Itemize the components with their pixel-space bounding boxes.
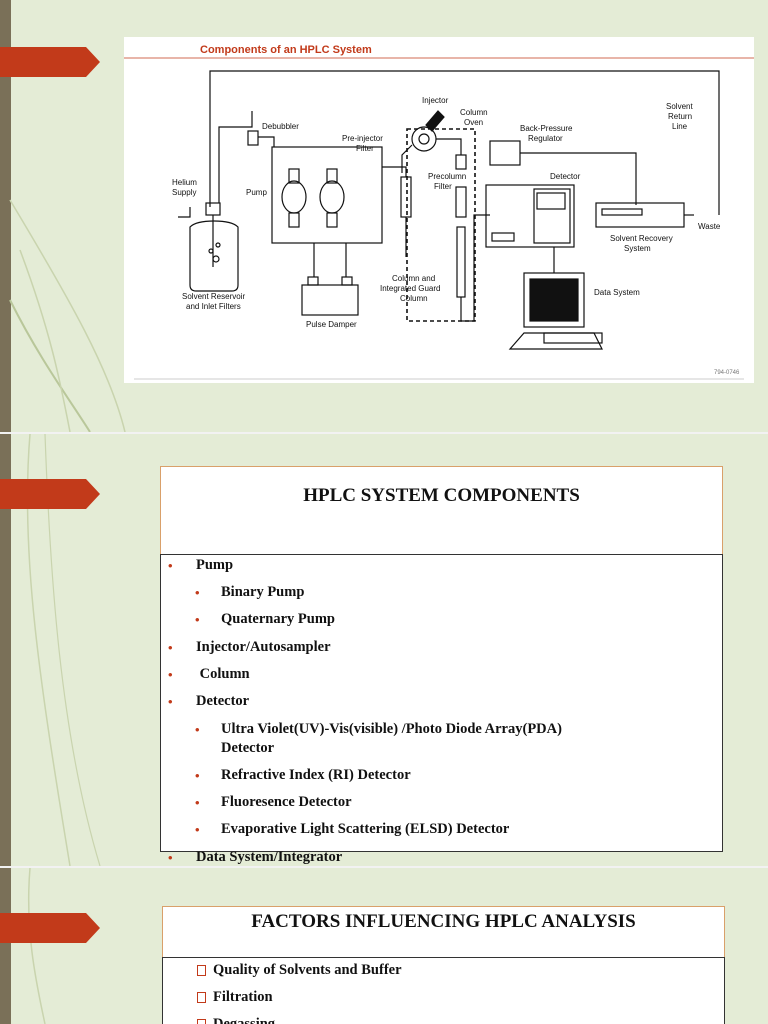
label-pump: Pump [246,188,267,197]
label-detector: Detector [550,172,581,181]
list-item: Quality of Solvents and Buffer [197,961,402,980]
checkbox-icon [197,992,206,1003]
decorative-swirl [27,868,46,1024]
back-pressure-regulator-icon [489,140,521,166]
list-item: •Fluoresence Detector [195,794,352,810]
precolumn-filter-icon [455,186,467,218]
keyboard-icon [508,332,603,350]
label-data-system: Data System [594,288,640,297]
list-item: •Data System/Integrator [168,849,343,865]
list-item: •Binary Pump [195,584,305,600]
label-return-2: Return [668,112,692,121]
label-recovery-1: Solvent Recovery [610,234,673,243]
title-box: HPLC SYSTEM COMPONENTS [160,466,723,556]
title-box: FACTORS INFLUENCING HPLC ANALYSIS [162,906,725,958]
slide-arrow-marker [0,479,100,509]
list-item: Degassing [197,1015,275,1024]
slide-title: HPLC SYSTEM COMPONENTS [303,485,580,506]
content-box [162,957,725,1024]
label-pre-injector-1: Pre-injector [342,134,383,143]
label-column-oven-1: Column [460,108,488,117]
slide-hplc-components: HPLC SYSTEM COMPONENTS •Pump •Binary Pum… [0,434,768,866]
label-code: 794-0746 [714,370,740,376]
slide-separator [0,432,768,434]
label-reservoir-1: Solvent Reservoir [182,292,245,301]
list-item: •Quaternary Pump [195,611,335,627]
slide-sidebar-bar [0,868,11,1024]
slide-separator [0,866,768,868]
slide-hplc-diagram: Components of an HPLC System [0,0,768,432]
label-column-2: Integrated Guard [380,284,440,293]
list-item: •Pump [168,557,234,573]
list-item: • Column [168,666,250,682]
detector-icon [485,184,575,248]
checkbox-icon [197,1019,206,1024]
list-item: Filtration [197,988,273,1007]
label-waste: Waste [698,222,721,231]
list-item: •Detector [168,693,250,709]
slide-sidebar-bar [0,434,11,866]
label-return-1: Solvent [666,102,693,111]
label-precolumn-1: Precolumn [428,172,466,181]
label-helium-1: Helium [172,178,197,187]
list-item: •Ultra Violet(UV)-Vis(visible) /Photo Di… [195,721,562,756]
solvent-reservoir-icon [189,220,239,292]
label-bpr-1: Back-Pressure [520,124,573,133]
label-bpr-2: Regulator [528,134,563,143]
pulse-damper-icon [301,284,359,316]
label-recovery-2: System [624,244,651,253]
slide-sidebar-bar [0,0,11,432]
label-column-1: Column and [392,274,435,283]
slide-hplc-factors: FACTORS INFLUENCING HPLC ANALYSIS Qualit… [0,868,768,1024]
list-item: •Evaporative Light Scattering (ELSD) Det… [195,821,510,837]
diagram-title: Components of an HPLC System [200,44,372,56]
label-pulse-damper: Pulse Damper [306,320,357,329]
label-injector: Injector [422,96,449,105]
label-column-oven-2: Oven [464,118,483,127]
label-helium-2: Supply [172,188,196,197]
column-oven-icon [406,128,476,322]
content-box [160,554,723,852]
debubbler-icon [247,130,259,146]
slide-title: FACTORS INFLUENCING HPLC ANALYSIS [251,911,636,932]
label-pre-injector-2: Filter [356,144,374,153]
checkbox-icon [197,965,206,976]
hplc-diagram: Components of an HPLC System [124,37,754,383]
list-item: •Refractive Index (RI) Detector [195,767,411,783]
decorative-swirl [9,199,126,432]
label-precolumn-2: Filter [434,182,452,191]
label-reservoir-2: and Inlet Filters [186,302,241,311]
pre-injector-filter-icon [400,176,412,218]
label-return-3: Line [672,122,688,131]
slide-arrow-marker [0,913,100,943]
list-item: •Injector/Autosampler [168,639,331,655]
slide-arrow-marker [0,47,100,77]
pump-icon [271,146,383,244]
column-icon [456,226,466,298]
label-column-3: Column [400,294,428,303]
label-debubbler: Debubbler [262,122,299,131]
